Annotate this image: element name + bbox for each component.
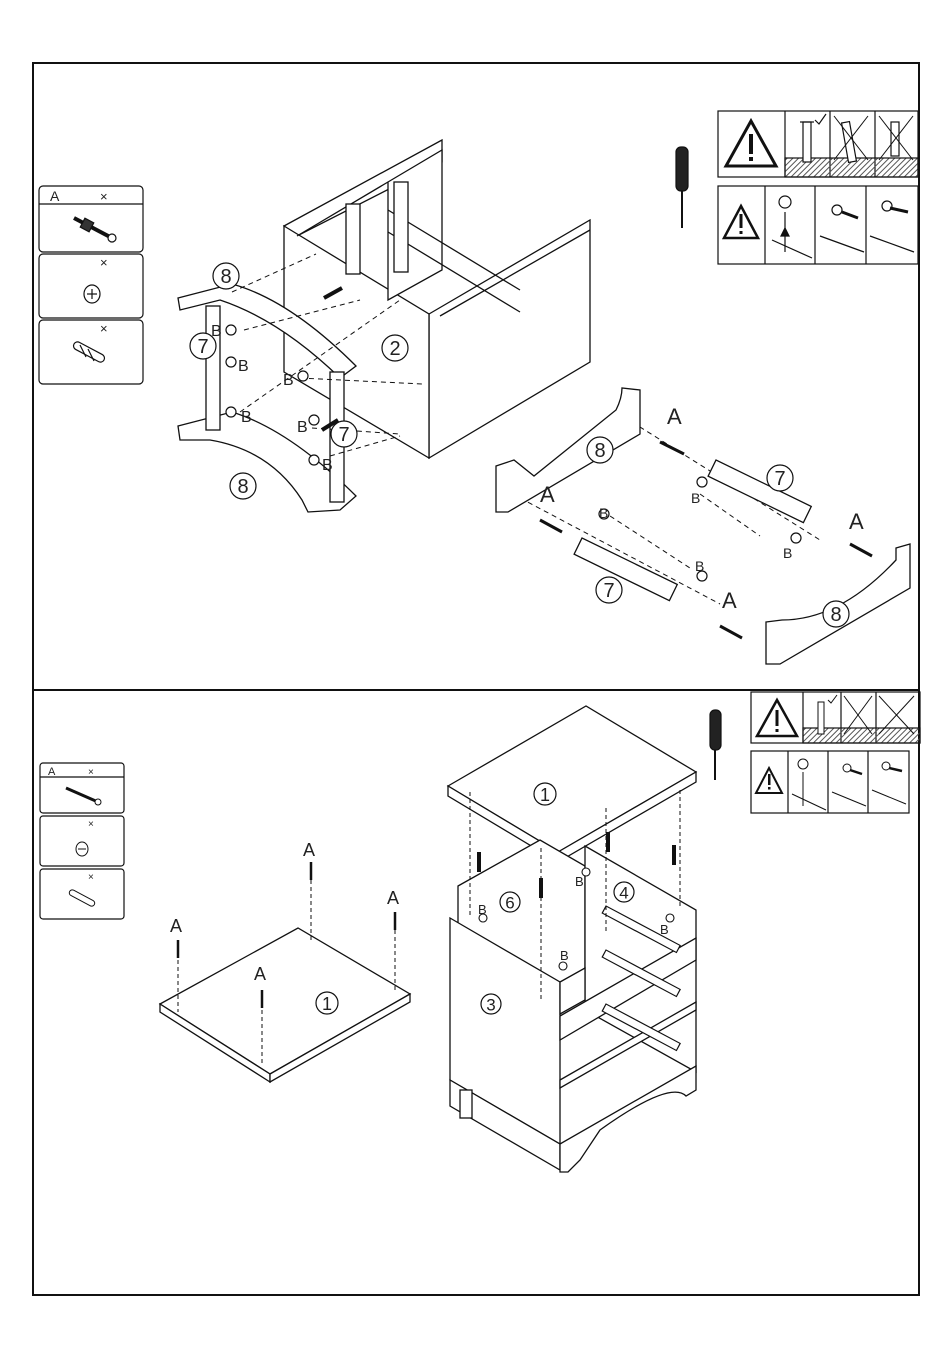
qty-mark: × <box>88 767 94 778</box>
hardware-b-label: B <box>599 505 608 521</box>
hardware-b-label: B <box>322 457 333 474</box>
part-label-7: 7 <box>338 424 349 446</box>
part-label-1: 1 <box>540 785 550 805</box>
cam-bolt-correct-icon <box>818 702 824 734</box>
part-label-1: 1 <box>322 994 332 1014</box>
qty-mark: × <box>100 255 108 270</box>
top-panel-raised <box>448 706 696 862</box>
hardware-b-label: B <box>297 419 308 436</box>
hardware-a-label: A <box>48 766 56 778</box>
cam-bolt-icon <box>74 218 116 242</box>
hardware-a-label: A <box>50 188 60 204</box>
qty-mark: × <box>88 872 94 883</box>
screwdriver-icon <box>710 710 721 780</box>
part-label-8: 8 <box>220 266 231 288</box>
part-label-7: 7 <box>774 468 785 490</box>
check-mark-icon <box>815 114 826 124</box>
qty-mark: × <box>100 189 108 204</box>
part-label-8: 8 <box>594 440 605 462</box>
part-label-3: 3 <box>486 996 495 1015</box>
cam-lock-icon <box>84 285 100 303</box>
hardware-a-label: A <box>722 588 737 613</box>
hardware-a-label: A <box>849 509 864 534</box>
cam-bolt-icon <box>540 442 872 638</box>
warning-triangle-icon <box>757 700 797 736</box>
wooden-dowel-icon <box>68 889 96 907</box>
hardware-a-label: A <box>170 916 182 936</box>
hardware-b-label: B <box>660 922 669 937</box>
cam-bolt-icon <box>66 788 101 805</box>
warning-triangle-icon <box>726 121 776 166</box>
part-label-6: 6 <box>505 894 514 913</box>
hardware-b-label: B <box>238 358 249 375</box>
qty-mark: × <box>88 819 94 830</box>
check-mark-icon <box>828 695 837 703</box>
qty-mark: × <box>100 321 108 336</box>
hardware-a-label: A <box>254 964 266 984</box>
hardware-b-label: B <box>783 545 792 561</box>
part-label-8: 8 <box>237 476 248 498</box>
hardware-a-label: A <box>667 404 682 429</box>
screwdriver-icon <box>676 147 688 228</box>
warning-panel-top <box>718 111 918 264</box>
hardware-b-label: B <box>283 372 294 389</box>
hardware-a-label: A <box>387 888 399 908</box>
hardware-b-label: B <box>691 490 700 506</box>
hardware-b-label: B <box>241 409 252 426</box>
warning-triangle-icon <box>724 206 758 238</box>
cam-insert-icons <box>792 759 906 810</box>
hardware-a-label: A <box>540 482 555 507</box>
wooden-dowel-icon <box>72 340 106 363</box>
cam-bolt-correct-icon <box>800 122 814 162</box>
hardware-a-label: A <box>303 840 315 860</box>
cam-lock-icon <box>76 842 88 856</box>
top-panel-flat <box>160 928 410 1082</box>
hardware-b-label: B <box>695 558 704 574</box>
part-label-4: 4 <box>619 884 628 903</box>
cam-insert-icons <box>772 196 914 258</box>
hardware-b-label: B <box>560 948 569 963</box>
part-label-8: 8 <box>830 604 841 626</box>
warning-triangle-icon <box>756 768 782 793</box>
part-label-7: 7 <box>197 336 208 358</box>
hardware-b-label: B <box>575 874 584 889</box>
plinth-frame <box>496 388 910 664</box>
hardware-b-label: B <box>211 323 222 340</box>
hardware-b-label: B <box>478 902 487 917</box>
part-label-7: 7 <box>603 580 614 602</box>
part-label-2: 2 <box>389 338 400 360</box>
